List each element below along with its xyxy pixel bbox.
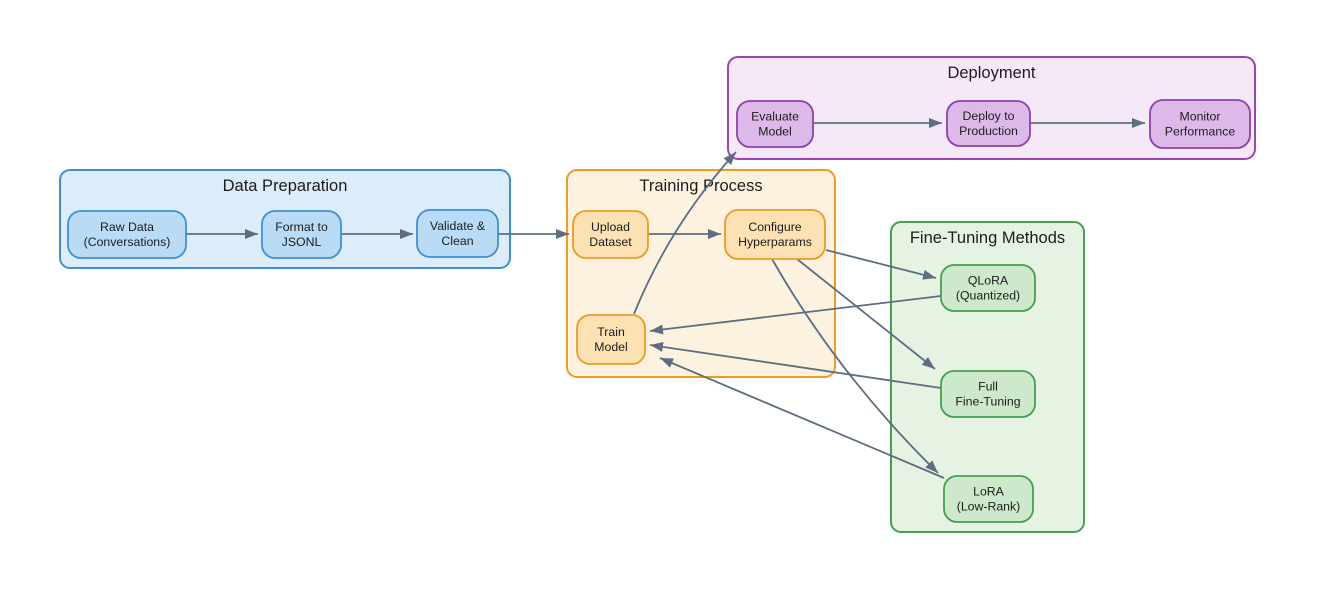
node-full-fine-tuning-box [940, 370, 1036, 418]
node-raw-data-box [67, 210, 187, 259]
node-validate-clean-label: Validate &Clean [430, 219, 486, 248]
node-lora-label: LoRA(Low-Rank) [957, 485, 1021, 514]
node-qlora: QLoRA(Quantized) [940, 264, 1036, 312]
group-deployment-title: Deployment [947, 64, 1035, 82]
node-validate-clean: Validate &Clean [416, 209, 499, 258]
edge-lora-to-train-model [659, 357, 945, 479]
edge-train-model-to-evaluate-model [633, 151, 737, 315]
node-lora: LoRA(Low-Rank) [943, 475, 1034, 523]
node-validate-clean-box [416, 209, 499, 258]
edge-configure-hyperparams-to-qlora [825, 249, 937, 280]
node-raw-data-label: Raw Data(Conversations) [84, 220, 171, 249]
node-train-model-box [576, 314, 646, 365]
node-upload-dataset-box [572, 210, 649, 259]
group-training-process-title: Training Process [639, 177, 762, 195]
edge-configure-hyperparams-to-full-fine-tuning [796, 258, 936, 370]
node-lora-box [943, 475, 1034, 523]
node-deploy-production-box [946, 100, 1031, 147]
edge-full-fine-tuning-to-train-model [649, 341, 942, 389]
group-data-preparation-title: Data Preparation [223, 177, 348, 195]
node-qlora-box [940, 264, 1036, 312]
node-configure-hyperparams-box [724, 209, 826, 260]
edge-configure-hyperparams-to-lora [771, 258, 939, 474]
node-format-jsonl-box [261, 210, 342, 259]
group-fine-tuning-methods-title: Fine-Tuning Methods [910, 229, 1065, 247]
node-qlora-label: QLoRA(Quantized) [956, 274, 1020, 303]
node-raw-data: Raw Data(Conversations) [67, 210, 187, 259]
node-monitor-performance-box [1149, 99, 1251, 149]
edge-qlora-to-train-model [649, 295, 942, 335]
node-evaluate-model-box [736, 100, 814, 148]
